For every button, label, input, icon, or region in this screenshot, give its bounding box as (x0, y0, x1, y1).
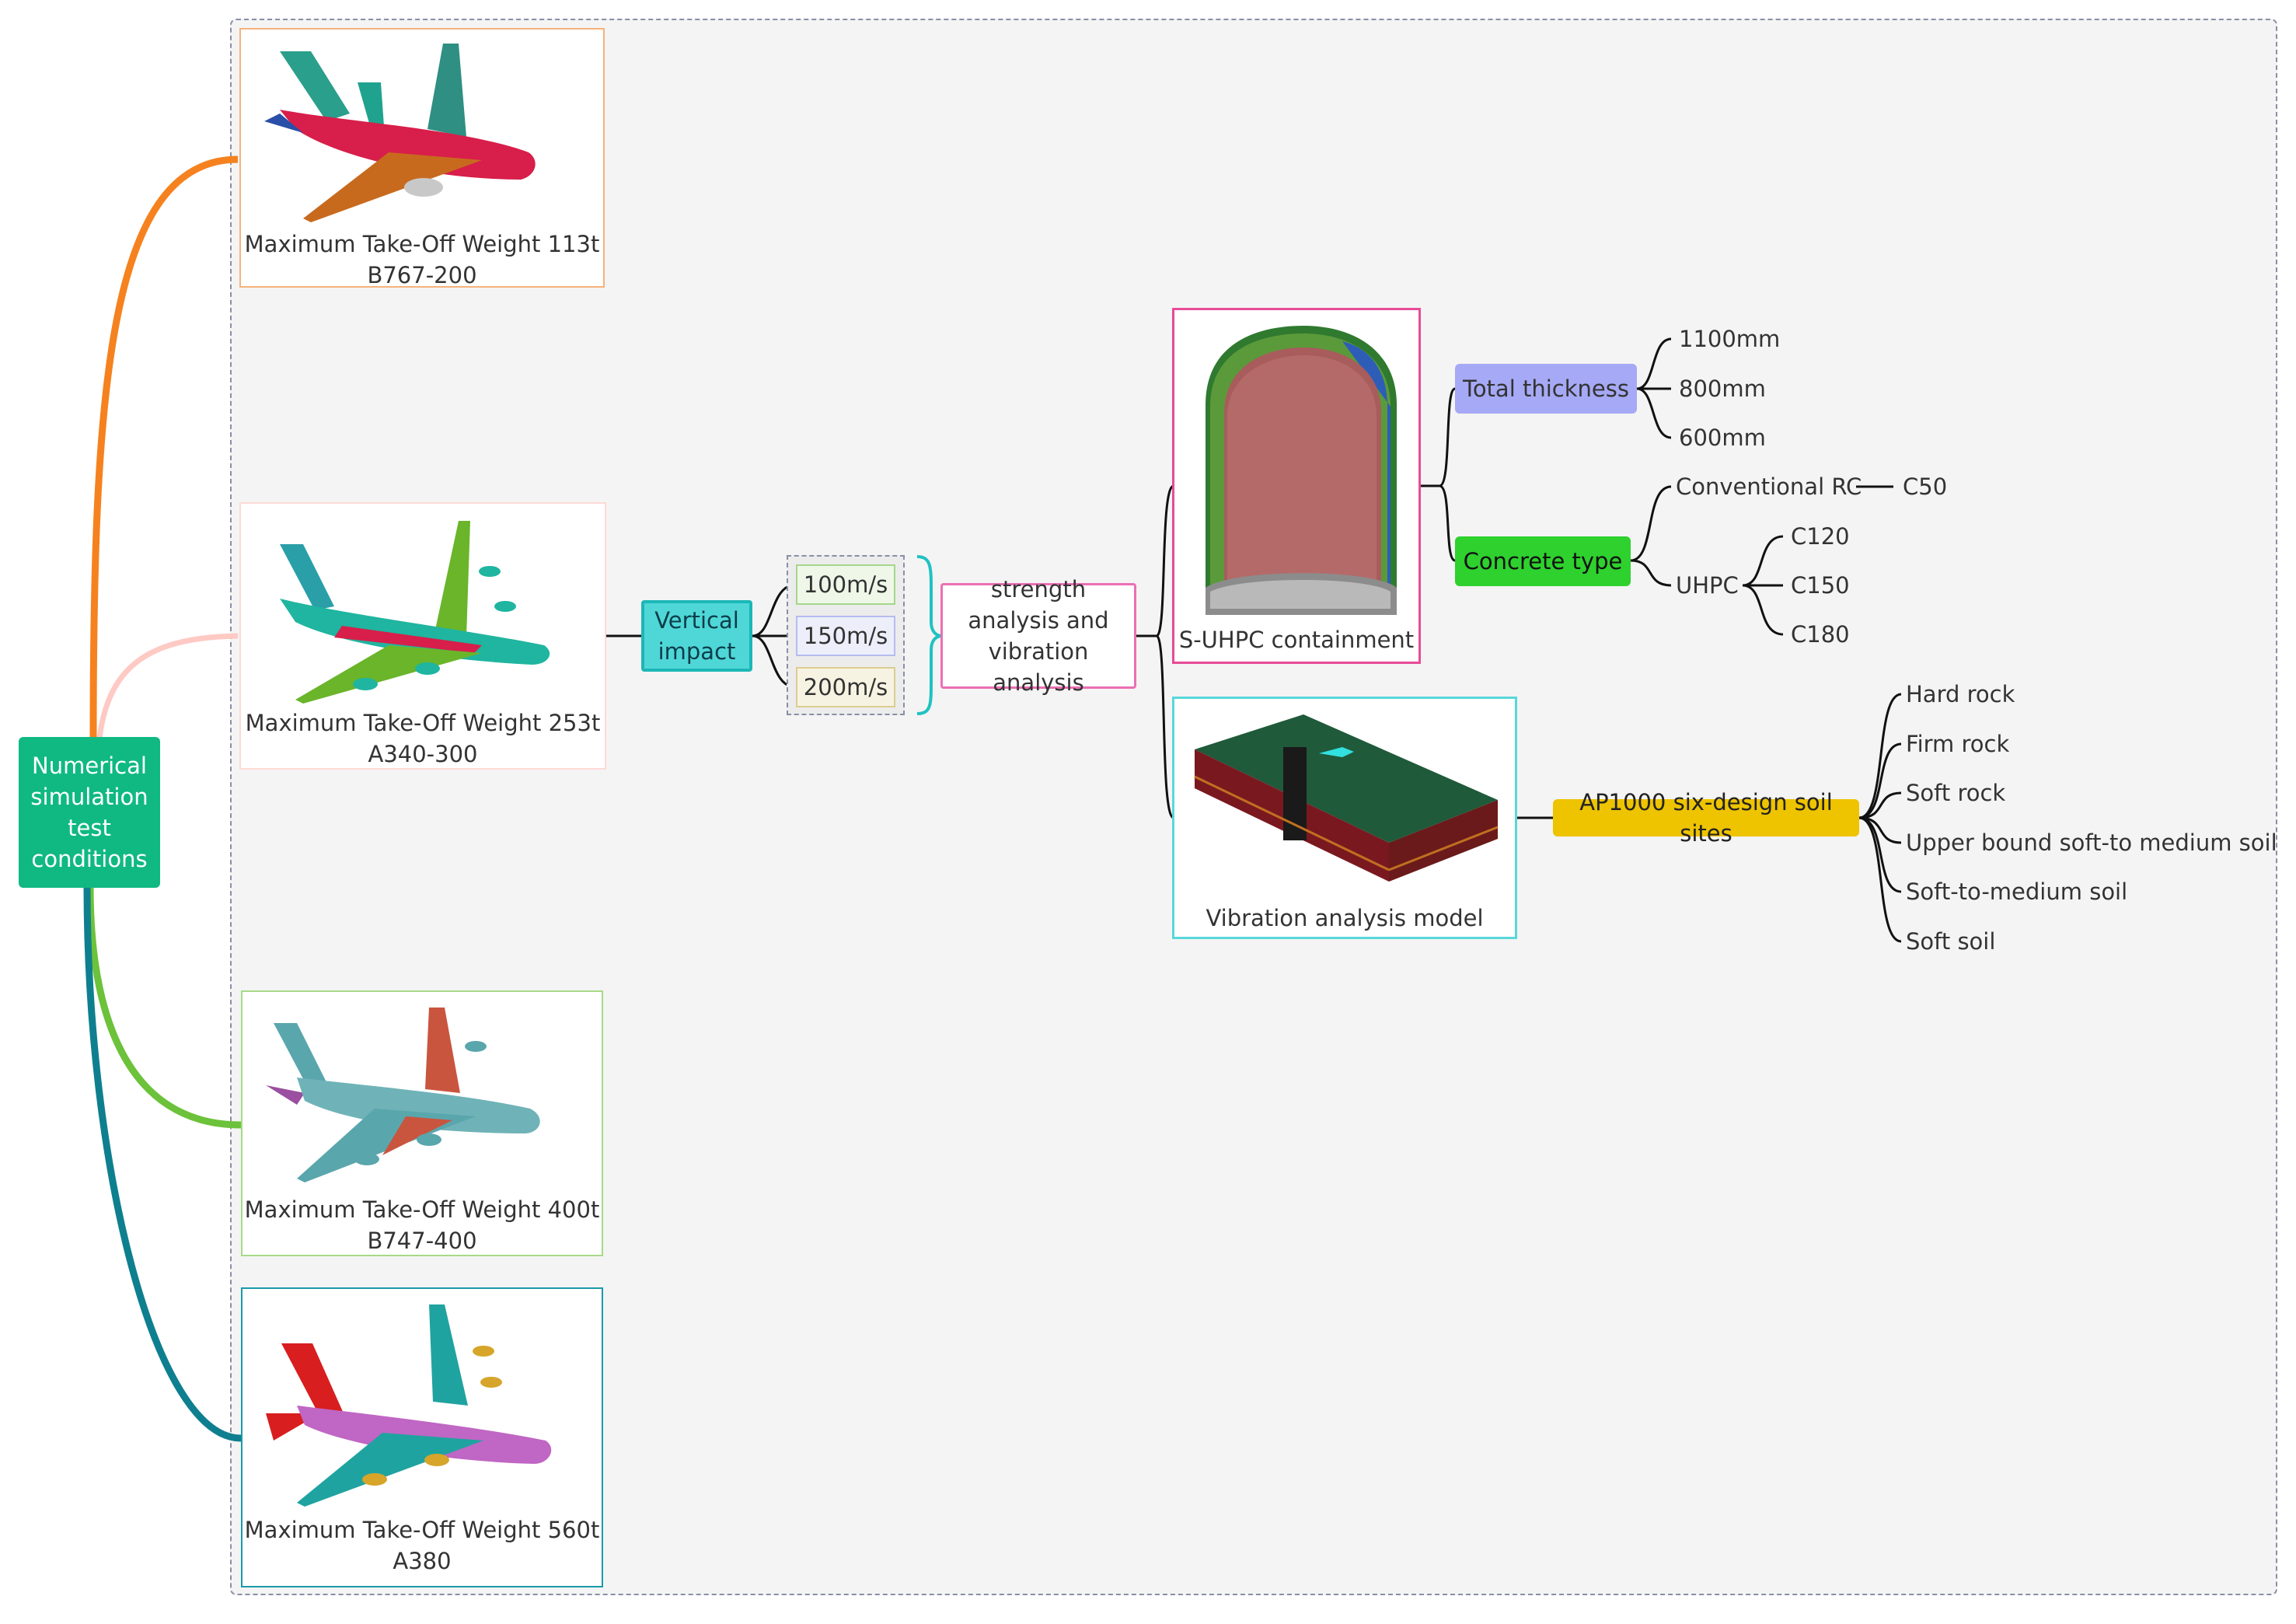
concrete-type-node: Concrete type (1455, 536, 1631, 586)
speed-label-100: 100m/s (803, 571, 888, 598)
total-thickness-label: Total thickness (1463, 375, 1629, 402)
ap1000-node: AP1000 six-design soil sites (1553, 789, 1859, 847)
a380-model-label: A380 (393, 1548, 452, 1574)
b767-weight-label: Maximum Take-Off Weight 113t (244, 231, 600, 257)
speed-label-150: 150m/s (803, 623, 888, 649)
b767-airplane-icon (264, 44, 536, 222)
branch-a380 (83, 885, 242, 1442)
line-analysis-vibration (1155, 634, 1175, 819)
aircraft-card-a340: Maximum Take-Off Weight 253t A340-300 (239, 502, 606, 770)
branch-b767 (89, 155, 239, 739)
c120-label: C120 (1791, 523, 1850, 550)
line-concrete-rc (1630, 485, 1672, 562)
soil-firm-rock: Firm rock (1906, 731, 2010, 757)
vibration-model-label: Vibration analysis model (1206, 905, 1484, 931)
b747-airplane-icon (266, 1008, 540, 1182)
line-soil-1 (1858, 742, 1902, 819)
vertical-impact-label: Vertical impact (654, 607, 739, 665)
containment-card: S-UHPC containment (1172, 308, 1421, 664)
line-soil-5 (1858, 816, 1902, 943)
line-containment-concrete (1439, 484, 1456, 562)
root-label: Numerical simulation test conditions (30, 753, 148, 872)
speed-brace (916, 555, 943, 715)
a340-weight-label: Maximum Take-Off Weight 253t (245, 710, 601, 736)
c180-label: C180 (1791, 621, 1850, 648)
speed-label-200: 200m/s (803, 674, 888, 700)
speed-item-100: 100m/s (796, 564, 895, 605)
containment-model-icon (1187, 320, 1411, 619)
uhpc-label: UHPC (1676, 572, 1739, 599)
speed-item-200: 200m/s (796, 667, 895, 707)
total-thickness-node: Total thickness (1455, 364, 1637, 414)
analysis-node: strength analysis and vibration analysis (940, 576, 1136, 696)
analysis-label: strength analysis and vibration analysis (968, 576, 1109, 696)
aircraft-card-b747: Maximum Take-Off Weight 400t B747-400 (241, 990, 603, 1256)
soil-soft-rock: Soft rock (1906, 780, 2006, 806)
soil-hard-rock: Hard rock (1906, 681, 2015, 707)
b747-weight-label: Maximum Take-Off Weight 400t (244, 1196, 600, 1223)
line-soil-0 (1858, 693, 1902, 819)
b767-model-label: B767-200 (367, 262, 477, 288)
a340-airplane-icon (280, 521, 550, 704)
thickness-1100: 1100mm (1679, 326, 1781, 352)
line-soil-2 (1858, 791, 1902, 819)
line-concrete-uhpc (1630, 559, 1672, 587)
line-thickness-600 (1636, 387, 1672, 439)
line-uhpc-c120 (1742, 535, 1784, 587)
soil-block-model-icon (1187, 707, 1506, 895)
branch-a340 (96, 633, 239, 739)
aircraft-card-a380: Maximum Take-Off Weight 560t A380 (241, 1287, 603, 1587)
line-containment-thickness (1439, 387, 1456, 487)
thickness-800: 800mm (1679, 375, 1766, 402)
a380-weight-label: Maximum Take-Off Weight 560t (244, 1517, 600, 1543)
soil-soft-soil: Soft soil (1906, 928, 1996, 955)
concrete-type-label: Concrete type (1463, 548, 1623, 575)
branch-b747 (86, 885, 242, 1129)
soil-upper-bound: Upper bound soft-to medium soil (1906, 829, 2277, 856)
line-analysis-containment (1155, 484, 1174, 637)
speed-item-150: 150m/s (796, 616, 895, 656)
b747-model-label: B747-400 (367, 1228, 477, 1254)
soil-soft-to-medium: Soft-to-medium soil (1906, 878, 2128, 905)
vibration-model-card: Vibration analysis model (1172, 697, 1517, 939)
a380-airplane-icon (266, 1304, 552, 1507)
thickness-600: 600mm (1679, 424, 1766, 451)
c50-label: C50 (1903, 473, 1948, 500)
containment-label: S-UHPC containment (1178, 627, 1415, 653)
conventional-rc-label: Conventional RC (1676, 473, 1862, 500)
ap1000-label: AP1000 six-design soil sites (1579, 789, 1833, 847)
line-soil-3 (1858, 816, 1902, 844)
line-thickness-1100 (1636, 337, 1672, 390)
line-uhpc-c180 (1742, 584, 1784, 636)
root-node: Numerical simulation test conditions (19, 737, 160, 888)
c150-label: C150 (1791, 572, 1850, 599)
a340-model-label: A340-300 (368, 741, 478, 767)
vertical-impact-node: Vertical impact (641, 600, 752, 672)
aircraft-card-b767: Maximum Take-Off Weight 113t B767-200 (239, 28, 605, 288)
